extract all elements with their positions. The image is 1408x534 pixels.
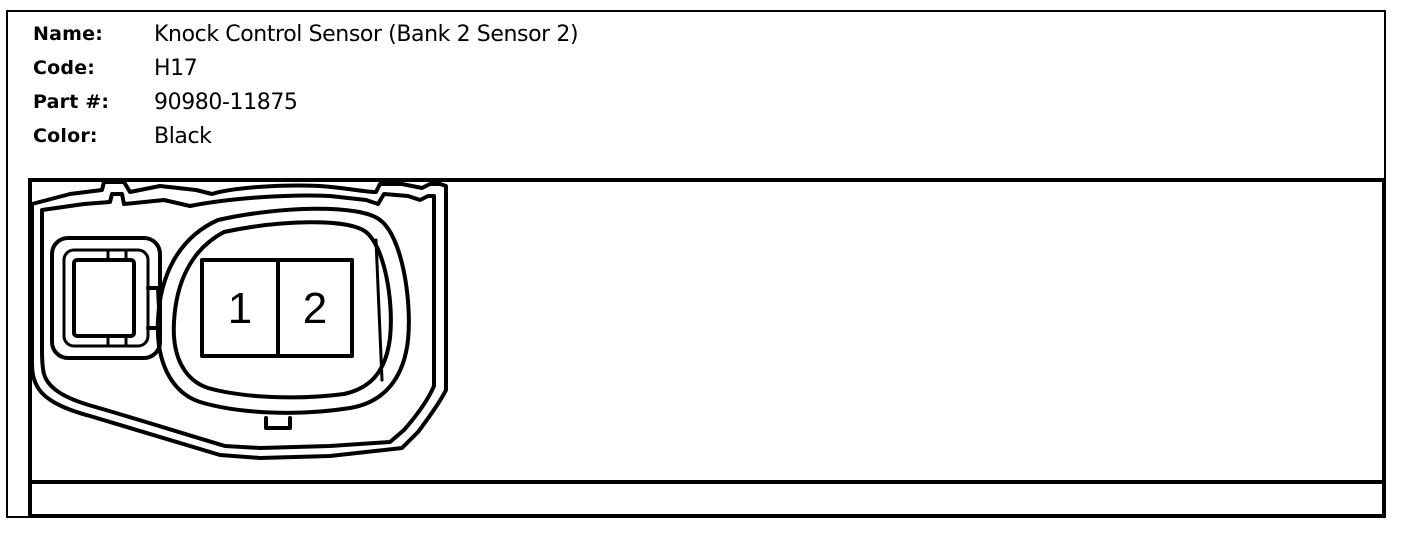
pin-label-2: 2 [303,284,327,333]
connector-housing-inner-outline [40,192,436,450]
pin-label-1: 1 [228,284,252,333]
code-value: H17 [154,55,198,81]
connector-latch-inner [62,248,150,348]
color-value: Black [154,123,212,149]
name-label: Name: [33,23,104,45]
connector-latch [50,236,162,360]
info-row-color: Color: Black [33,119,578,153]
info-row-code: Code: H17 [33,51,578,85]
connector-housing-outline [30,180,448,460]
connector-face-diagram: 1 2 [30,180,448,460]
pin-cavity-2 [276,258,354,358]
connector-receptacle-rib [374,238,384,382]
connector-receptacle-inner [171,220,393,400]
info-row-part: Part #: 90980-11875 [33,85,578,119]
connector-receptacle-outer [155,206,411,415]
part-number-value: 90980-11875 [154,89,298,115]
info-row-name: Name: Knock Control Sensor (Bank 2 Senso… [33,17,579,51]
name-value: Knock Control Sensor (Bank 2 Sensor 2) [154,21,579,47]
connector-info: Name: Knock Control Sensor (Bank 2 Senso… [33,17,579,153]
part-number-label: Part #: [33,91,110,113]
connector-key [264,416,292,430]
connector-latch-button [72,258,136,338]
code-label: Code: [33,57,96,79]
color-label: Color: [33,125,98,147]
panel-divider [32,480,1382,484]
